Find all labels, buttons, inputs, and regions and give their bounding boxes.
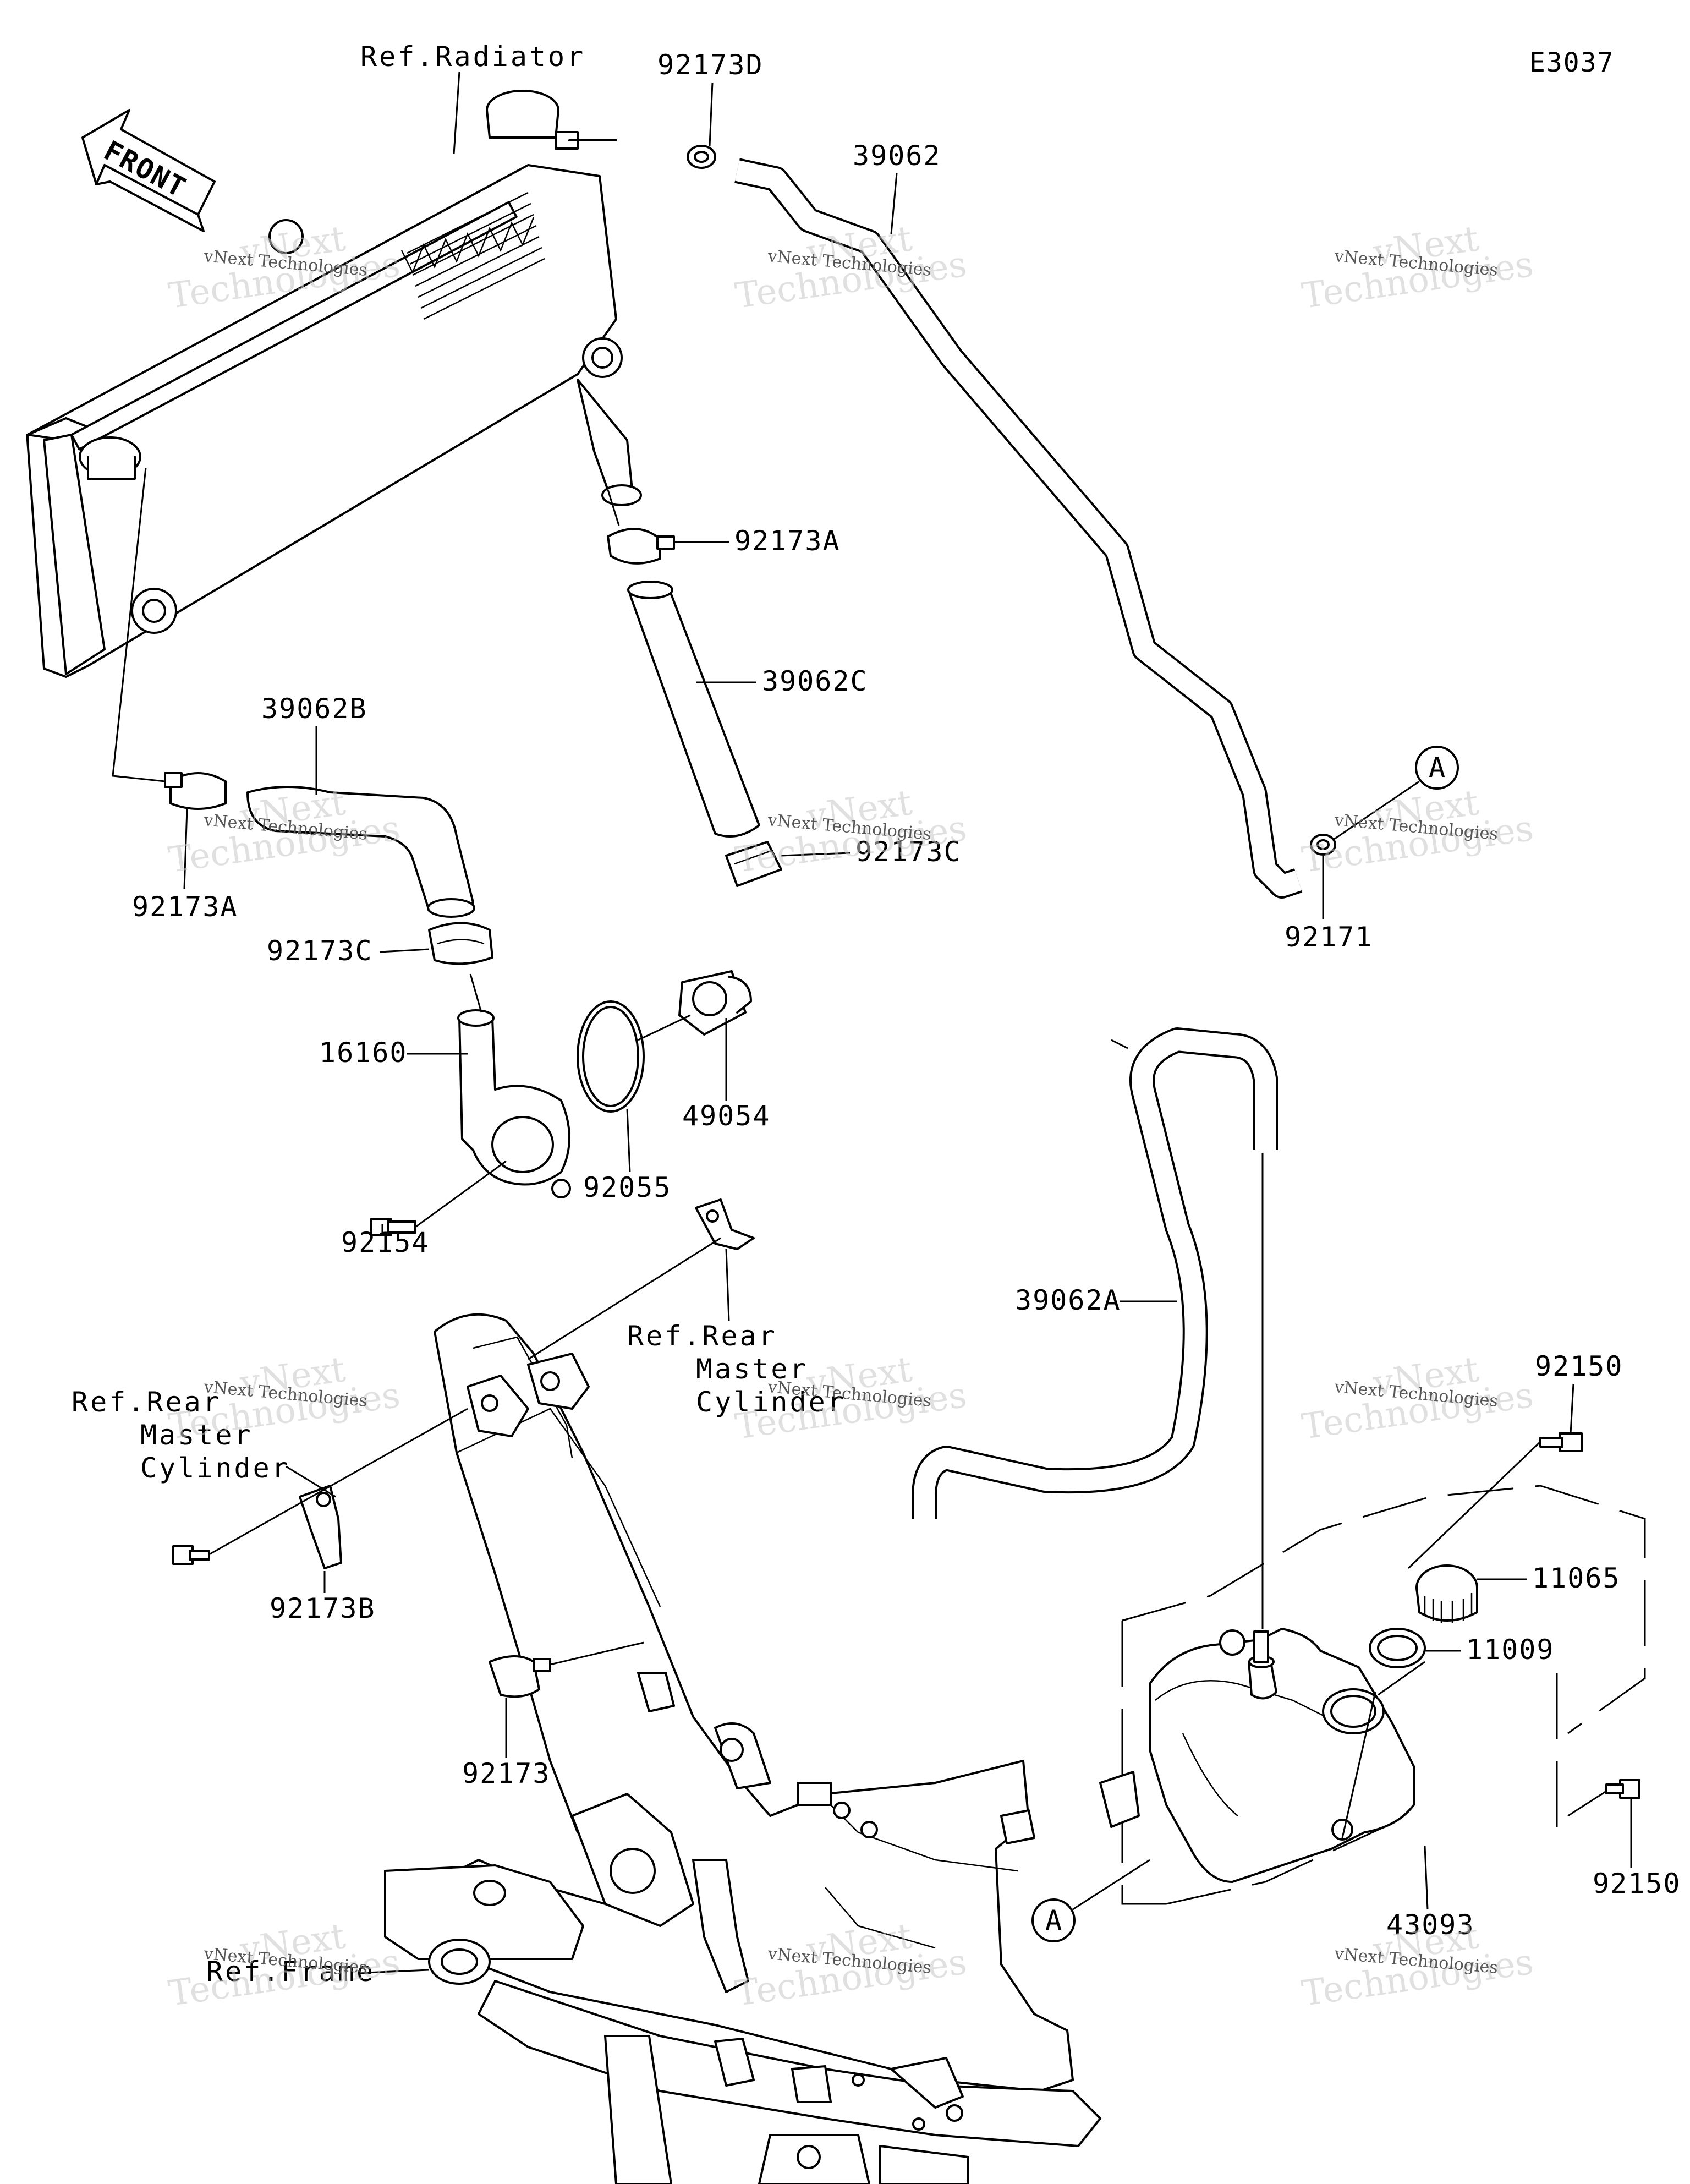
hose-39062B — [246, 786, 475, 918]
radiator — [26, 90, 642, 678]
label-16160: 16160 — [319, 1037, 408, 1069]
water-pipe-16160 — [457, 1009, 571, 1198]
label-39062C: 39062C — [762, 665, 868, 697]
label-92154: 92154 — [341, 1227, 430, 1258]
connector-marker-a-bottom-label: A — [1045, 1904, 1063, 1936]
frame — [384, 1313, 1140, 2184]
connector-marker-a-top — [1415, 746, 1459, 790]
label-49054: 49054 — [682, 1100, 771, 1132]
label-92173: 92173 — [462, 1758, 551, 1789]
label-11009: 11009 — [1466, 1634, 1555, 1666]
connector-marker-a-top-label: A — [1429, 752, 1446, 784]
diagram-code: E3037 — [1529, 47, 1615, 78]
clamp-92173C-left — [428, 922, 493, 965]
label-92173A-top: 92173A — [734, 525, 841, 557]
bracket-92173B — [299, 1485, 342, 1569]
ref-rear-master-cylinder-left-line1: Ref.Rear — [72, 1386, 222, 1418]
connector-marker-a-bottom — [1031, 1898, 1076, 1942]
label-92055: 92055 — [583, 1172, 672, 1203]
thermostat-49054 — [678, 970, 752, 1036]
label-43093: 43093 — [1386, 1909, 1475, 1941]
clamp-92171 — [1310, 834, 1336, 856]
ref-frame-label: Ref.Frame — [206, 1956, 375, 1988]
reservoir-assembly-outline — [1121, 1485, 1646, 1905]
label-39062: 39062 — [853, 140, 941, 172]
label-92173A-left: 92173A — [132, 891, 238, 923]
label-39062B: 39062B — [261, 693, 367, 725]
clamp-92173 — [489, 1655, 551, 1698]
front-arrow-icon: FRONT — [81, 109, 216, 232]
label-92173B: 92173B — [270, 1592, 376, 1624]
bracket-ref-master-cylinder-right — [695, 1198, 755, 1250]
hose-39062 — [734, 158, 1303, 899]
cap-11065 — [1415, 1564, 1478, 1623]
hose-39062C — [627, 581, 760, 838]
gasket-11009 — [1369, 1628, 1426, 1668]
hose-39062A — [912, 1027, 1278, 1519]
clamp-92173A-left — [164, 772, 227, 810]
label-92150-top: 92150 — [1535, 1350, 1623, 1382]
radiator-fins-icon — [400, 191, 545, 320]
ref-rear-master-cylinder-left-line2: Master — [140, 1419, 253, 1451]
clamp-92173C-top — [725, 841, 782, 887]
label-92173C-top: 92173C — [855, 836, 962, 868]
bolt-92150-right — [1605, 1779, 1640, 1799]
ref-rear-master-cylinder-left-line3: Cylinder — [140, 1452, 290, 1484]
bolt-92154 — [370, 1218, 416, 1236]
ref-rear-master-cylinder-right-line2: Master — [696, 1353, 809, 1385]
clamp-92173A-top — [607, 528, 675, 565]
o-ring-92055 — [577, 1000, 645, 1113]
label-92173D: 92173D — [657, 49, 764, 81]
label-92150-right: 92150 — [1593, 1868, 1681, 1900]
reservoir-tank-43093 — [1149, 1628, 1415, 1883]
bolt-92150-top — [1539, 1432, 1583, 1452]
ref-radiator-label: Ref.Radiator — [360, 41, 585, 73]
ref-rear-master-cylinder-right-line1: Ref.Rear — [627, 1320, 777, 1352]
label-92171: 92171 — [1285, 921, 1373, 953]
ref-rear-master-cylinder-right-line3: Cylinder — [696, 1386, 846, 1418]
bolt-ref-master-cylinder-left — [172, 1545, 210, 1565]
label-11065: 11065 — [1532, 1562, 1621, 1594]
label-39062A: 39062A — [1015, 1284, 1121, 1316]
clamp-92173D — [687, 145, 716, 169]
label-92173C-left: 92173C — [267, 935, 373, 967]
